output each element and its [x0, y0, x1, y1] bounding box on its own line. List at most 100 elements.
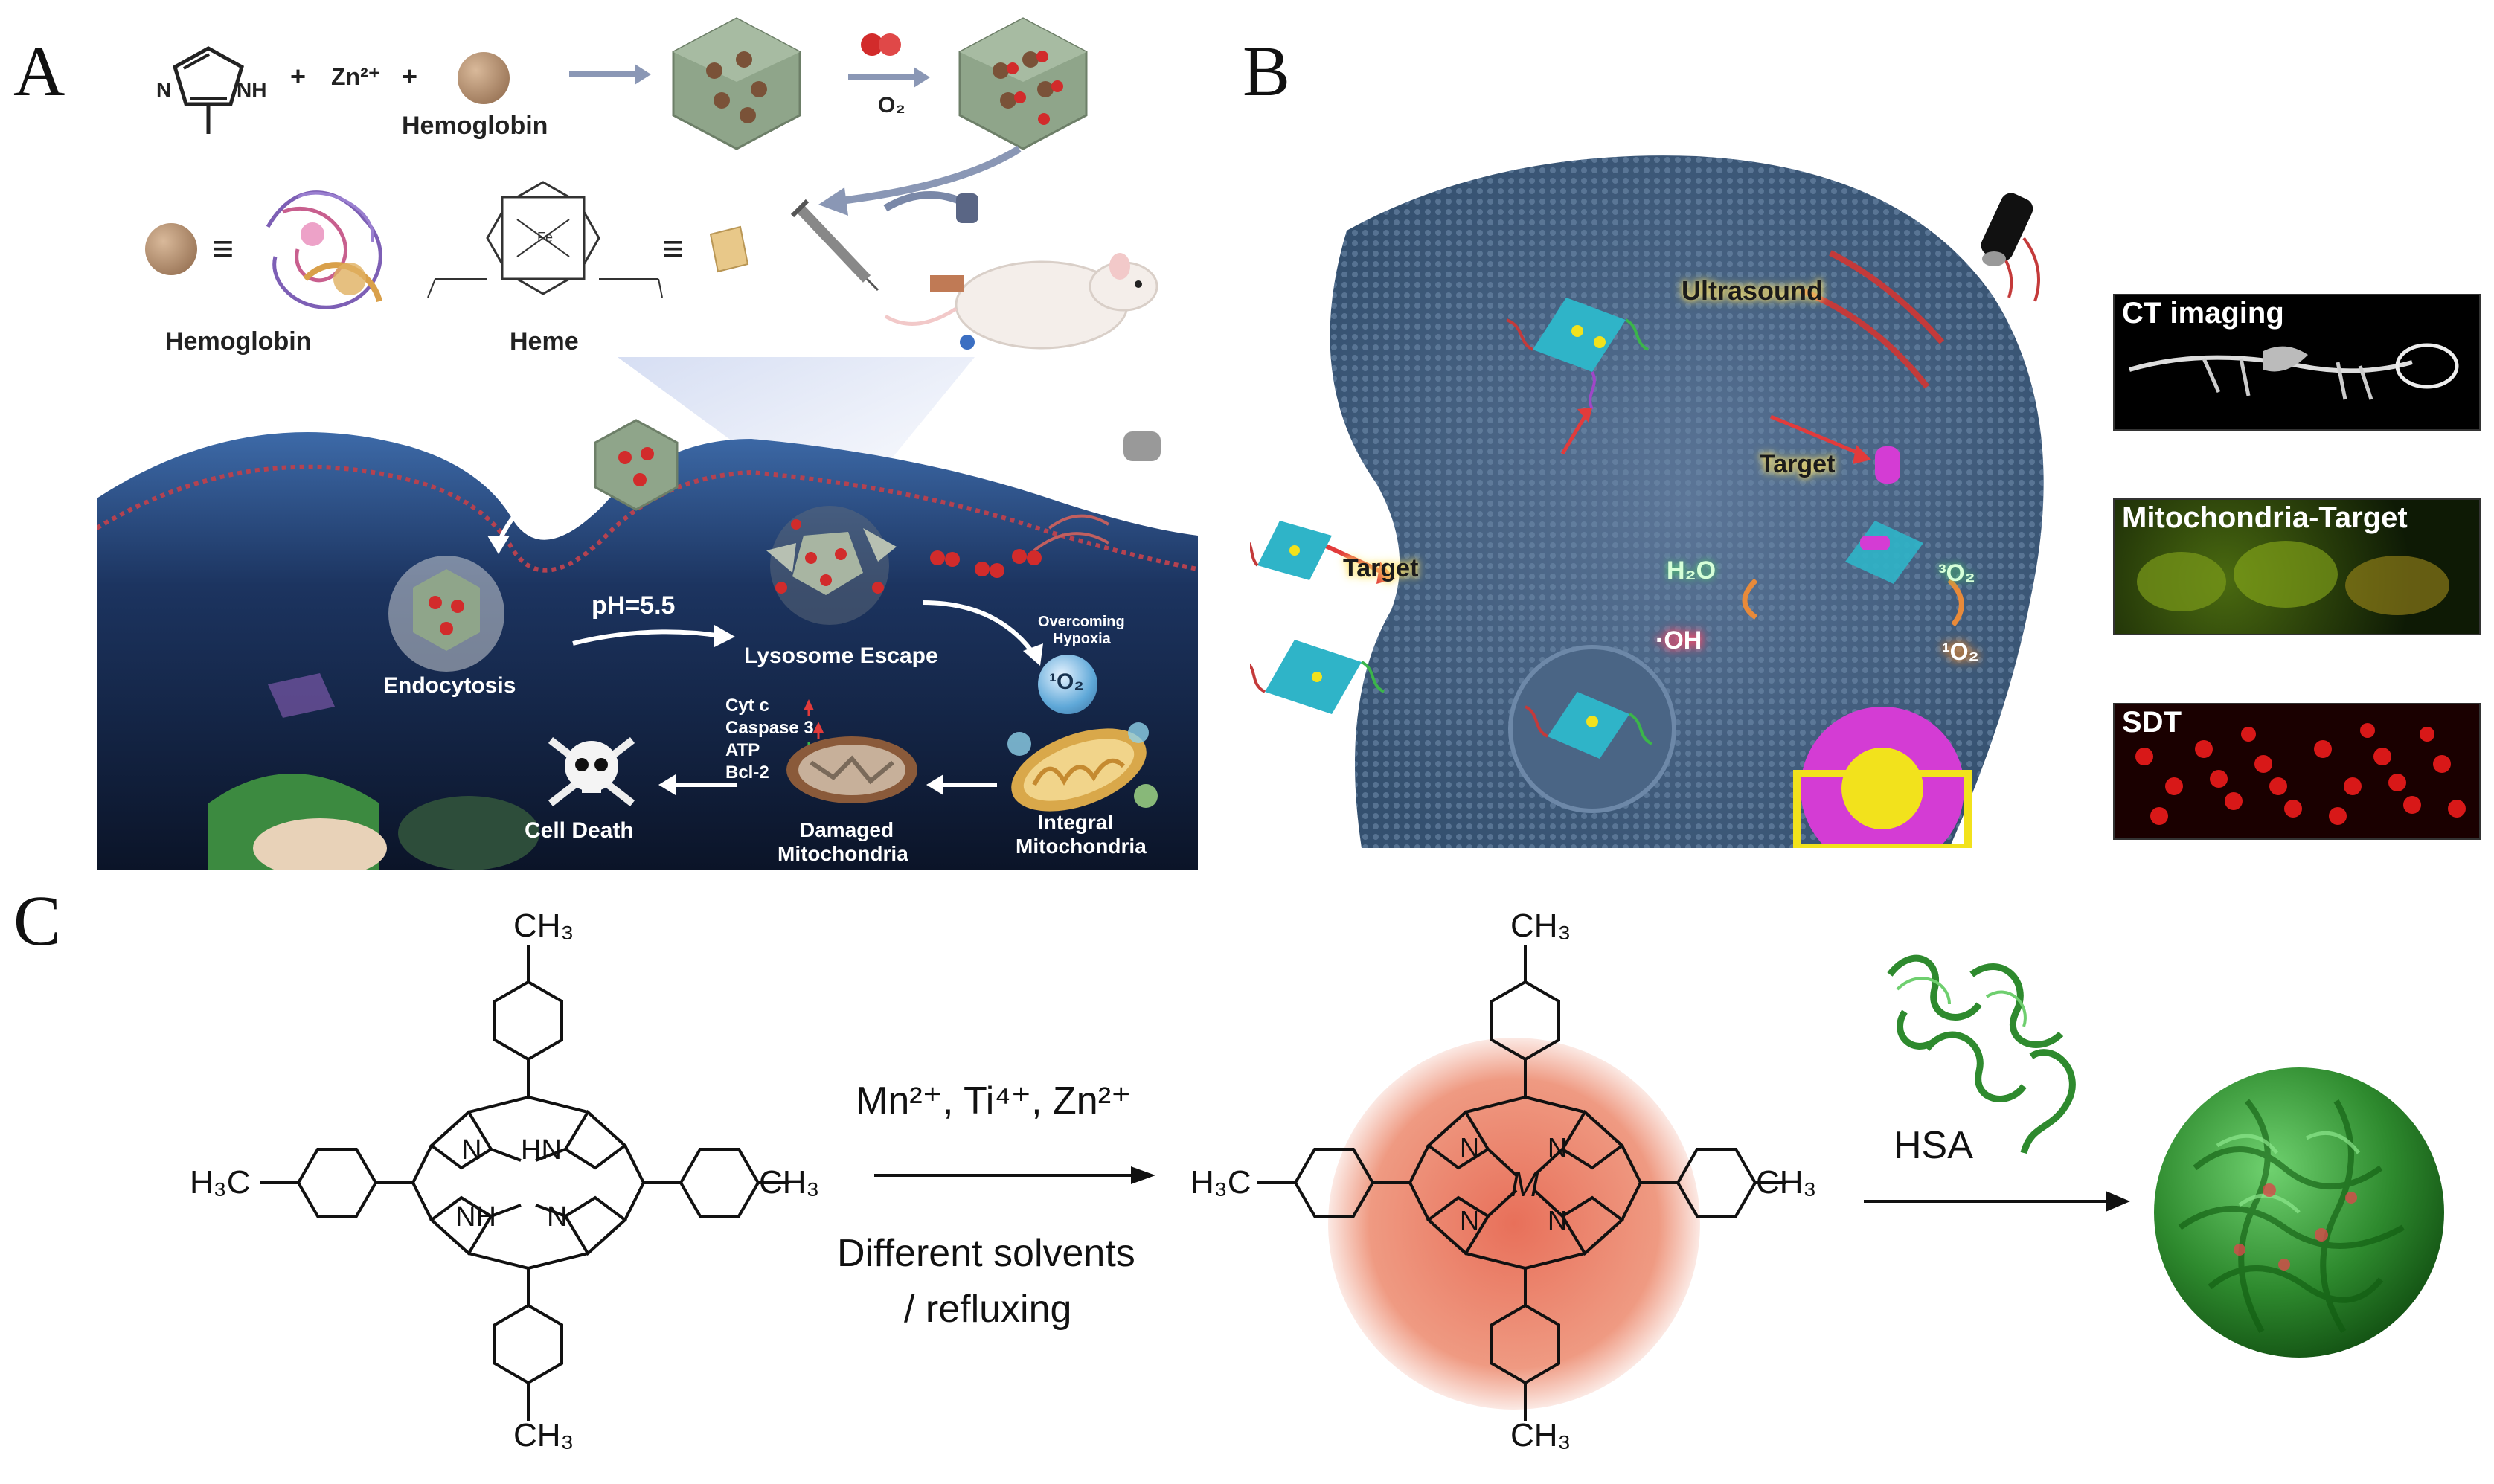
ultrasound-transducer-icon — [1981, 193, 2033, 266]
curved-arrow-icon — [818, 145, 1022, 216]
panel-a-letter: A — [13, 31, 65, 111]
mitochondria-target-tile: Mitochondria-Target — [2113, 498, 2481, 635]
ch3-top-mid-label: CH₃ — [1510, 908, 1571, 944]
panel-b-letter: B — [1243, 31, 1291, 111]
n-mid-label-2: N — [1548, 1132, 1567, 1163]
singlet-oxygen-bubble-icon — [1038, 655, 1097, 714]
equiv-2: ≡ — [662, 228, 685, 269]
triplet-o2-label: ³O₂ — [1938, 559, 1975, 586]
porphyrin-free-base-structure — [260, 945, 789, 1421]
hsa-protein-icon — [1887, 954, 2076, 1154]
zif-nanoparticle-icon — [672, 17, 801, 150]
integral-mito-label-1: Integral — [1038, 811, 1114, 834]
panel-c-letter: C — [13, 881, 62, 960]
ph-label: pH=5.5 — [592, 591, 676, 620]
hsa-arrow-icon — [1864, 1191, 2130, 1212]
h3c-mid-label: H₃C — [1190, 1164, 1251, 1201]
singlet-o2-label: ¹O₂ — [1049, 669, 1084, 694]
hypoxia-label: Hypoxia — [1053, 631, 1111, 647]
lysosome-escape-icon — [766, 506, 897, 625]
o2-molecule-icon — [861, 33, 901, 56]
overcoming-label: Overcoming — [1038, 614, 1125, 630]
h2o-label: H₂O — [1667, 556, 1716, 585]
damaged-mito-label-1: Damaged — [800, 818, 894, 841]
mito-fluorescence-icon — [2137, 541, 2449, 615]
ultrasound-probe-icon — [883, 191, 978, 223]
svg-text:Fe: Fe — [537, 230, 553, 245]
ultrasound-label: Ultrasound — [1682, 275, 1824, 306]
skull-crossbones-icon — [548, 737, 635, 806]
integral-mitochondria-icon — [1007, 722, 1158, 812]
arrow-hypoxia-icon — [922, 600, 1043, 666]
n-label-1: N — [461, 1134, 482, 1166]
ch3-bottom-mid-label: CH₃ — [1510, 1417, 1571, 1454]
ch3-top-left-label: CH₃ — [513, 908, 574, 944]
endosome-icon — [388, 556, 504, 672]
hemoglobin-label-bottom: Hemoglobin — [165, 327, 312, 356]
nanosheet-outside-icon — [1250, 521, 1385, 714]
arrow-mito-icon — [926, 774, 997, 795]
ct-imaging-tile: CT imaging — [2113, 294, 2481, 431]
sdt-cells-icon — [2135, 723, 2466, 825]
hemoglobin-sphere-icon-2 — [145, 223, 197, 275]
plus-1: + — [290, 61, 307, 91]
heme-block-icon — [709, 225, 749, 273]
n-mid-label-4: N — [1548, 1205, 1567, 1236]
arrow-right-icon-2 — [848, 67, 930, 88]
arrow-right-icon — [569, 64, 651, 85]
solvents-label-1: Different solvents — [837, 1232, 1135, 1275]
caspase3-label: Caspase 3 — [725, 718, 814, 738]
solvents-label-2: / refluxing — [904, 1288, 1072, 1331]
cancer-cell-illustration — [1286, 155, 2044, 848]
imidazole-structure — [173, 46, 244, 134]
nh-label: NH — [455, 1201, 496, 1233]
oh-label: ·OH — [1655, 626, 1702, 655]
metalloporphyrin-structure — [1257, 945, 1786, 1421]
reaction-conditions-label: Mn²⁺, Ti⁴⁺, Zn²⁺ — [856, 1079, 1132, 1122]
curved-arrow-endo-icon — [487, 481, 574, 554]
cyt-c-label: Cyt c — [725, 696, 769, 716]
cell-death-label: Cell Death — [525, 818, 634, 843]
hsa-label: HSA — [1894, 1124, 1973, 1167]
n-mid-label-1: N — [1460, 1132, 1479, 1163]
atp-label: ATP — [725, 740, 760, 760]
integral-mito-label-2: Mitochondria — [1016, 835, 1147, 858]
ct-skeleton-icon — [2129, 343, 2459, 400]
imidazole-nh: NH — [237, 78, 267, 101]
mouse-icon — [884, 253, 1158, 350]
damaged-mito-label-2: Mitochondria — [778, 842, 908, 865]
h3c-left-label: H₃C — [190, 1164, 251, 1201]
n-label-2: N — [547, 1201, 568, 1233]
hemoglobin-label-top: Hemoglobin — [402, 112, 548, 140]
arrow-death-icon — [658, 774, 737, 795]
o2-release-icon — [930, 549, 1042, 578]
reaction-arrow-icon — [874, 1166, 1155, 1184]
ch3-bottom-left-label: CH₃ — [513, 1417, 574, 1454]
arrow-ph-icon — [572, 625, 735, 647]
hn-label: HN — [521, 1134, 562, 1166]
imidazole-n: N — [156, 78, 172, 101]
nanoparticle-uptake-icon — [594, 419, 679, 511]
equiv-1: ≡ — [212, 228, 234, 269]
heme-label: Heme — [510, 327, 579, 356]
sdt-label: SDT — [2122, 706, 2182, 739]
ct-imaging-label: CT imaging — [2122, 297, 2284, 330]
hemoglobin-protein-icon — [266, 190, 382, 309]
zif-nanoparticle-o2-icon — [958, 17, 1088, 150]
zn-label: Zn²⁺ — [331, 63, 381, 90]
target-label-inner: Target — [1760, 450, 1836, 478]
singlet-o2-b-label: ¹O₂ — [1942, 638, 1979, 665]
o2-label: O₂ — [878, 93, 905, 118]
n-mid-label-3: N — [1460, 1205, 1479, 1236]
cell-uptake-illustration — [97, 357, 1198, 870]
metal-label: M — [1510, 1165, 1539, 1204]
ch3-right-mid-label: CH₃ — [1756, 1164, 1817, 1201]
ch3-right-left-label: CH₃ — [759, 1164, 820, 1201]
plus-2: + — [402, 61, 418, 91]
hsa-nanoparticle-sphere-icon — [2154, 1067, 2444, 1358]
sdt-tile: SDT — [2113, 703, 2481, 840]
bcl2-label: Bcl-2 — [725, 762, 769, 783]
target-label-outer: Target — [1343, 554, 1419, 582]
heme-structure: Fe — [427, 181, 663, 298]
mitochondria-target-label: Mitochondria-Target — [2122, 501, 2408, 534]
